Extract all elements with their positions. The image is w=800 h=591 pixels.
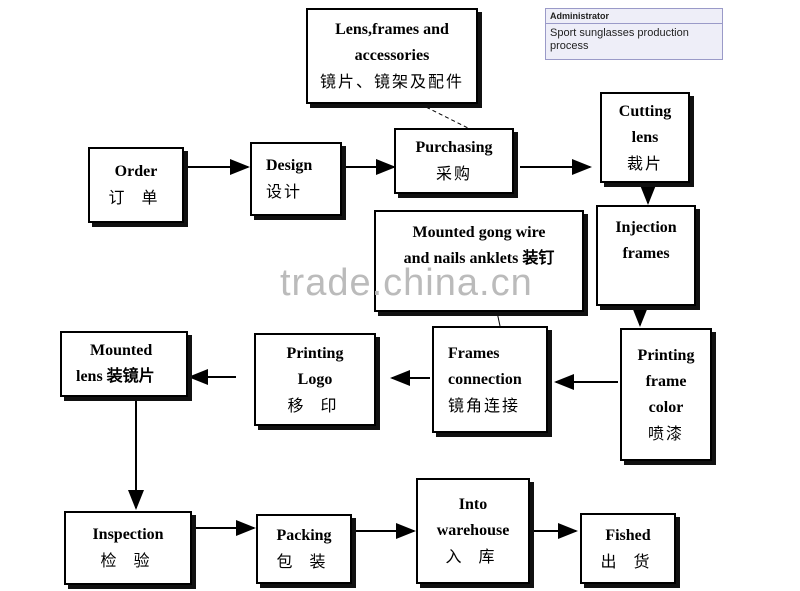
node-frames-connection: Frames connection 镜角连接 [432, 326, 548, 433]
node-label-zh: 移 印 [287, 395, 343, 415]
node-label: Into [458, 496, 488, 513]
node-design: Design 设计 [250, 142, 342, 216]
node-label-zh: 检 验 [100, 551, 156, 570]
node-cutting-lens: Cutting lens 裁片 [600, 92, 690, 183]
node-label: Cutting [618, 102, 672, 120]
node-label-zh: 镜角连接 [448, 395, 521, 415]
node-mounted-gong-wire: Mounted gong wire and nails anklets 装钉 [374, 210, 584, 312]
node-label: Mounted [90, 342, 153, 359]
node-label-zh: 采购 [435, 164, 472, 183]
node-injection-frames: Injection frames [596, 205, 696, 306]
node-label-zh: 包 装 [276, 552, 332, 571]
node-label-zh: 出 货 [600, 551, 656, 571]
node-label-zh: 入 库 [445, 547, 501, 566]
node-label: Printing [286, 344, 344, 362]
node-label: Injection [615, 219, 677, 236]
node-mounted-lens: Mounted lens 装镜片 [60, 331, 188, 397]
node-label: Order [114, 163, 158, 180]
node-label: frame [645, 372, 687, 390]
node-label-zh: 镜片、镜架及配件 [319, 72, 464, 91]
node-printing-logo: Printing Logo 移 印 [254, 333, 376, 426]
node-label: warehouse [436, 522, 510, 539]
node-label-zh: 裁片 [626, 153, 663, 173]
node-label: frames [622, 245, 670, 262]
node-order: Order 订 单 [88, 147, 184, 223]
node-purchasing: Purchasing 采购 [394, 128, 514, 194]
node-label-zh: 订 单 [108, 188, 164, 207]
node-label: accessories [354, 47, 430, 64]
node-fished: Fished 出 货 [580, 513, 676, 584]
node-label: and nails anklets 装钉 [403, 250, 555, 267]
node-label: Design [266, 157, 313, 174]
node-into-warehouse: Into warehouse 入 库 [416, 478, 530, 584]
node-label: Packing [276, 527, 332, 544]
node-label: connection [448, 370, 522, 388]
node-label: color [648, 398, 684, 416]
node-label: Frames [448, 344, 500, 362]
watermark: trade.china.cn [280, 262, 533, 304]
node-label: Inspection [92, 526, 164, 543]
line-gong-frames [496, 311, 501, 327]
node-accessories: Lens,frames and accessories 镜片、镜架及配件 [306, 8, 478, 104]
node-label-zh: 设计 [266, 182, 303, 201]
node-packing: Packing 包 装 [256, 514, 352, 584]
node-label: Logo [297, 370, 333, 388]
node-label: Purchasing [415, 139, 493, 156]
comment-note: Administrator Sport sunglasses productio… [545, 8, 723, 60]
node-label: Lens,frames and [335, 21, 449, 38]
dashed-accessories-purchasing [419, 103, 469, 129]
node-label: Mounted gong wire [412, 224, 546, 241]
node-printing-frame-color: Printing frame color 喷漆 [620, 328, 712, 461]
node-inspection: Inspection 检 验 [64, 511, 192, 585]
node-label: lens [631, 128, 659, 146]
node-label-zh: 喷漆 [647, 423, 684, 443]
comment-author: Administrator [546, 9, 722, 24]
node-label: Fished [605, 526, 651, 544]
node-label: Printing [637, 346, 695, 364]
comment-text: Sport sunglasses production process [550, 27, 689, 52]
node-label: lens 装镜片 [76, 368, 155, 385]
